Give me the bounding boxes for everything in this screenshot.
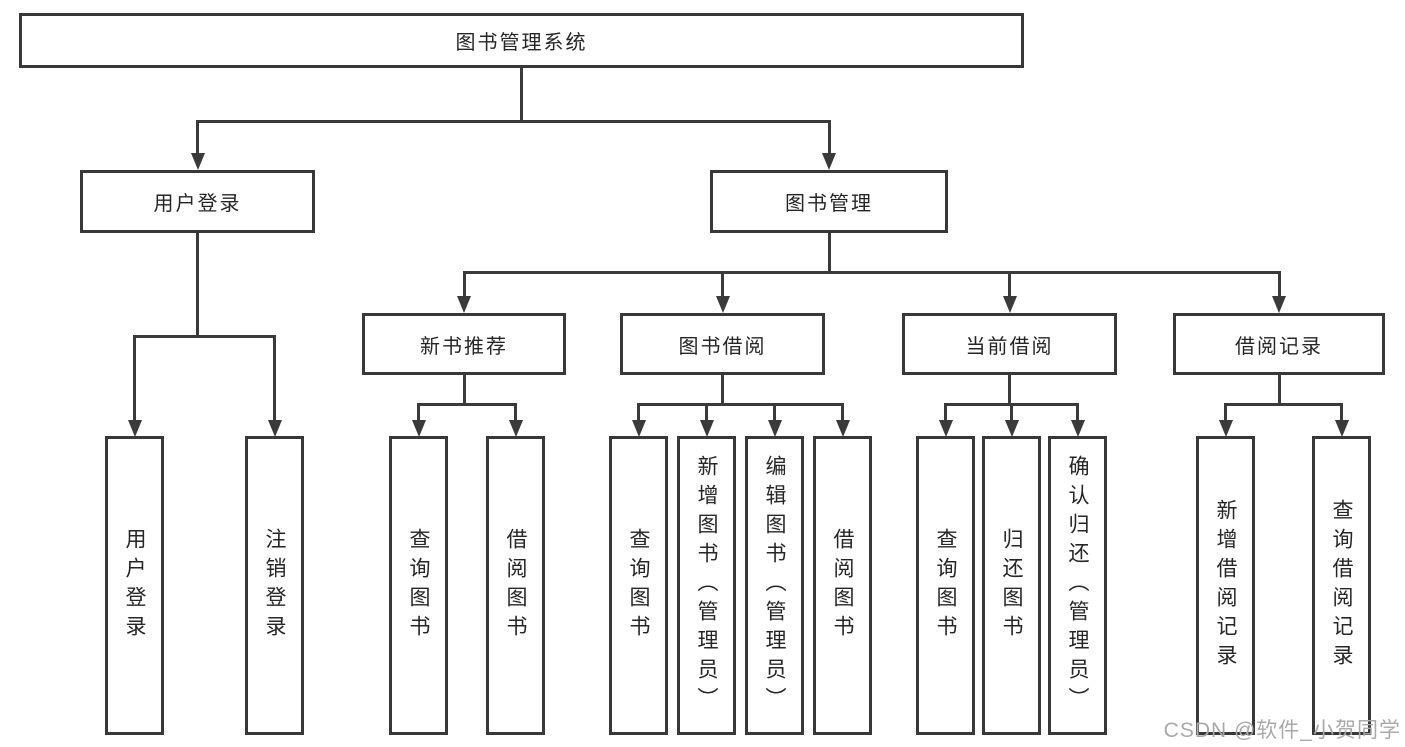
arrow-down-icon: [190, 153, 205, 170]
connector-drop-line: [841, 403, 844, 420]
node-book-management: 图书管理: [710, 170, 948, 233]
leaf-logout: 注销登录: [245, 436, 304, 735]
connector-drop-line: [773, 403, 776, 420]
arrow-down-icon: [822, 153, 836, 170]
connector-branch-line: [462, 271, 1281, 274]
leaf-query-borrow-record-label: 查询借阅记录: [1330, 498, 1353, 673]
connector-drop-line: [133, 335, 136, 420]
node-borrow-records-label: 借阅记录: [1235, 335, 1323, 358]
arrow-down-icon: [1334, 420, 1349, 437]
connector-drop-line: [462, 271, 466, 296]
arrow-down-icon: [508, 420, 523, 437]
leaf-return-books-label: 归还图书: [1000, 527, 1023, 644]
connector-branch-line: [417, 403, 517, 406]
leaf-edit-books-admin: 编辑图书（管理员）: [745, 436, 804, 735]
arrow-down-icon: [631, 420, 646, 437]
node-book-borrow: 图书借阅: [620, 313, 825, 375]
connector-drop-line: [827, 120, 831, 153]
leaf-query-books-borrow-label: 查询图书: [627, 527, 650, 644]
connector-stem-line: [721, 375, 724, 403]
connector-drop-line: [273, 335, 276, 420]
node-root-label: 图书管理系统: [455, 32, 588, 54]
connector-drop-line: [514, 403, 517, 420]
arrow-down-icon: [127, 420, 142, 437]
arrow-down-icon: [267, 420, 282, 437]
connector-stem-line: [1008, 375, 1011, 403]
leaf-add-borrow-record: 新增借阅记录: [1196, 436, 1255, 735]
leaf-user-login-label: 用户登录: [123, 527, 146, 644]
leaf-confirm-return-admin-label: 确认归还（管理员）: [1066, 455, 1089, 716]
connector-stem-line: [1277, 375, 1281, 403]
arrow-down-icon: [1218, 420, 1233, 437]
connector-drop-line: [1224, 403, 1227, 420]
connector-drop-line: [637, 403, 640, 420]
leaf-borrow-books-recommend-label: 借阅图书: [504, 527, 527, 644]
leaf-add-books-admin: 新增图书（管理员）: [677, 436, 736, 735]
arrow-down-icon: [835, 420, 850, 437]
watermark: CSDN @软件_小贺同学: [1163, 719, 1401, 742]
arrow-down-icon: [1004, 420, 1019, 437]
leaf-edit-books-admin-label: 编辑图书（管理员）: [763, 455, 786, 716]
connector-drop-line: [705, 403, 708, 420]
connector-drop-line: [1008, 271, 1011, 296]
connector-drop-line: [196, 120, 199, 153]
leaf-borrow-books-recommend: 借阅图书: [486, 436, 545, 735]
connector-stem-line: [462, 375, 466, 403]
arrow-down-icon: [457, 296, 471, 313]
connector-stem-line: [520, 68, 523, 120]
connector-drop-line: [944, 403, 947, 420]
arrow-down-icon: [938, 420, 953, 437]
connector-drop-line: [1277, 271, 1281, 296]
node-user-login: 用户登录: [80, 170, 315, 233]
arrow-down-icon: [411, 420, 426, 437]
leaf-add-books-admin-label: 新增图书（管理员）: [695, 455, 718, 716]
node-book-management-label: 图书管理: [785, 193, 873, 215]
connector-drop-line: [1010, 403, 1013, 420]
connector-drop-line: [721, 271, 724, 296]
arrow-down-icon: [1272, 296, 1286, 313]
node-current-borrow-label: 当前借阅: [965, 335, 1054, 358]
connector-drop-line: [417, 403, 420, 420]
leaf-query-books-current-label: 查询图书: [934, 527, 957, 644]
node-new-book-recommend-label: 新书推荐: [420, 335, 508, 358]
leaf-user-login: 用户登录: [105, 436, 164, 735]
arrow-down-icon: [767, 420, 782, 437]
leaf-query-borrow-record: 查询借阅记录: [1312, 436, 1371, 735]
leaf-add-borrow-record-label: 新增借阅记录: [1214, 498, 1237, 673]
leaf-query-books-recommend: 查询图书: [389, 436, 448, 735]
arrow-down-icon: [1002, 296, 1017, 313]
connector-stem-line: [196, 233, 199, 335]
leaf-query-books-borrow: 查询图书: [609, 436, 668, 735]
node-new-book-recommend: 新书推荐: [362, 313, 566, 375]
connector-drop-line: [1076, 403, 1079, 420]
connector-branch-line: [1224, 403, 1343, 406]
leaf-borrow-books-label: 借阅图书: [831, 527, 854, 644]
leaf-logout-label: 注销登录: [263, 527, 286, 644]
node-book-borrow-label: 图书借阅: [678, 335, 767, 358]
leaf-return-books: 归还图书: [982, 436, 1041, 735]
connector-branch-line: [133, 335, 276, 338]
arrow-down-icon: [1070, 420, 1085, 437]
node-user-login-label: 用户登录: [153, 193, 242, 215]
node-root: 图书管理系统: [19, 13, 1024, 68]
leaf-query-books-current: 查询图书: [916, 436, 975, 735]
node-borrow-records: 借阅记录: [1173, 313, 1385, 375]
leaf-query-books-recommend-label: 查询图书: [407, 527, 430, 644]
connector-drop-line: [1340, 403, 1343, 420]
node-current-borrow: 当前借阅: [902, 313, 1117, 375]
connector-stem-line: [827, 233, 831, 271]
arrow-down-icon: [699, 420, 714, 437]
arrow-down-icon: [715, 296, 730, 313]
connector-branch-line: [196, 120, 831, 123]
leaf-borrow-books: 借阅图书: [813, 436, 872, 735]
connector-branch-line: [637, 403, 844, 406]
leaf-confirm-return-admin: 确认归还（管理员）: [1048, 436, 1107, 735]
